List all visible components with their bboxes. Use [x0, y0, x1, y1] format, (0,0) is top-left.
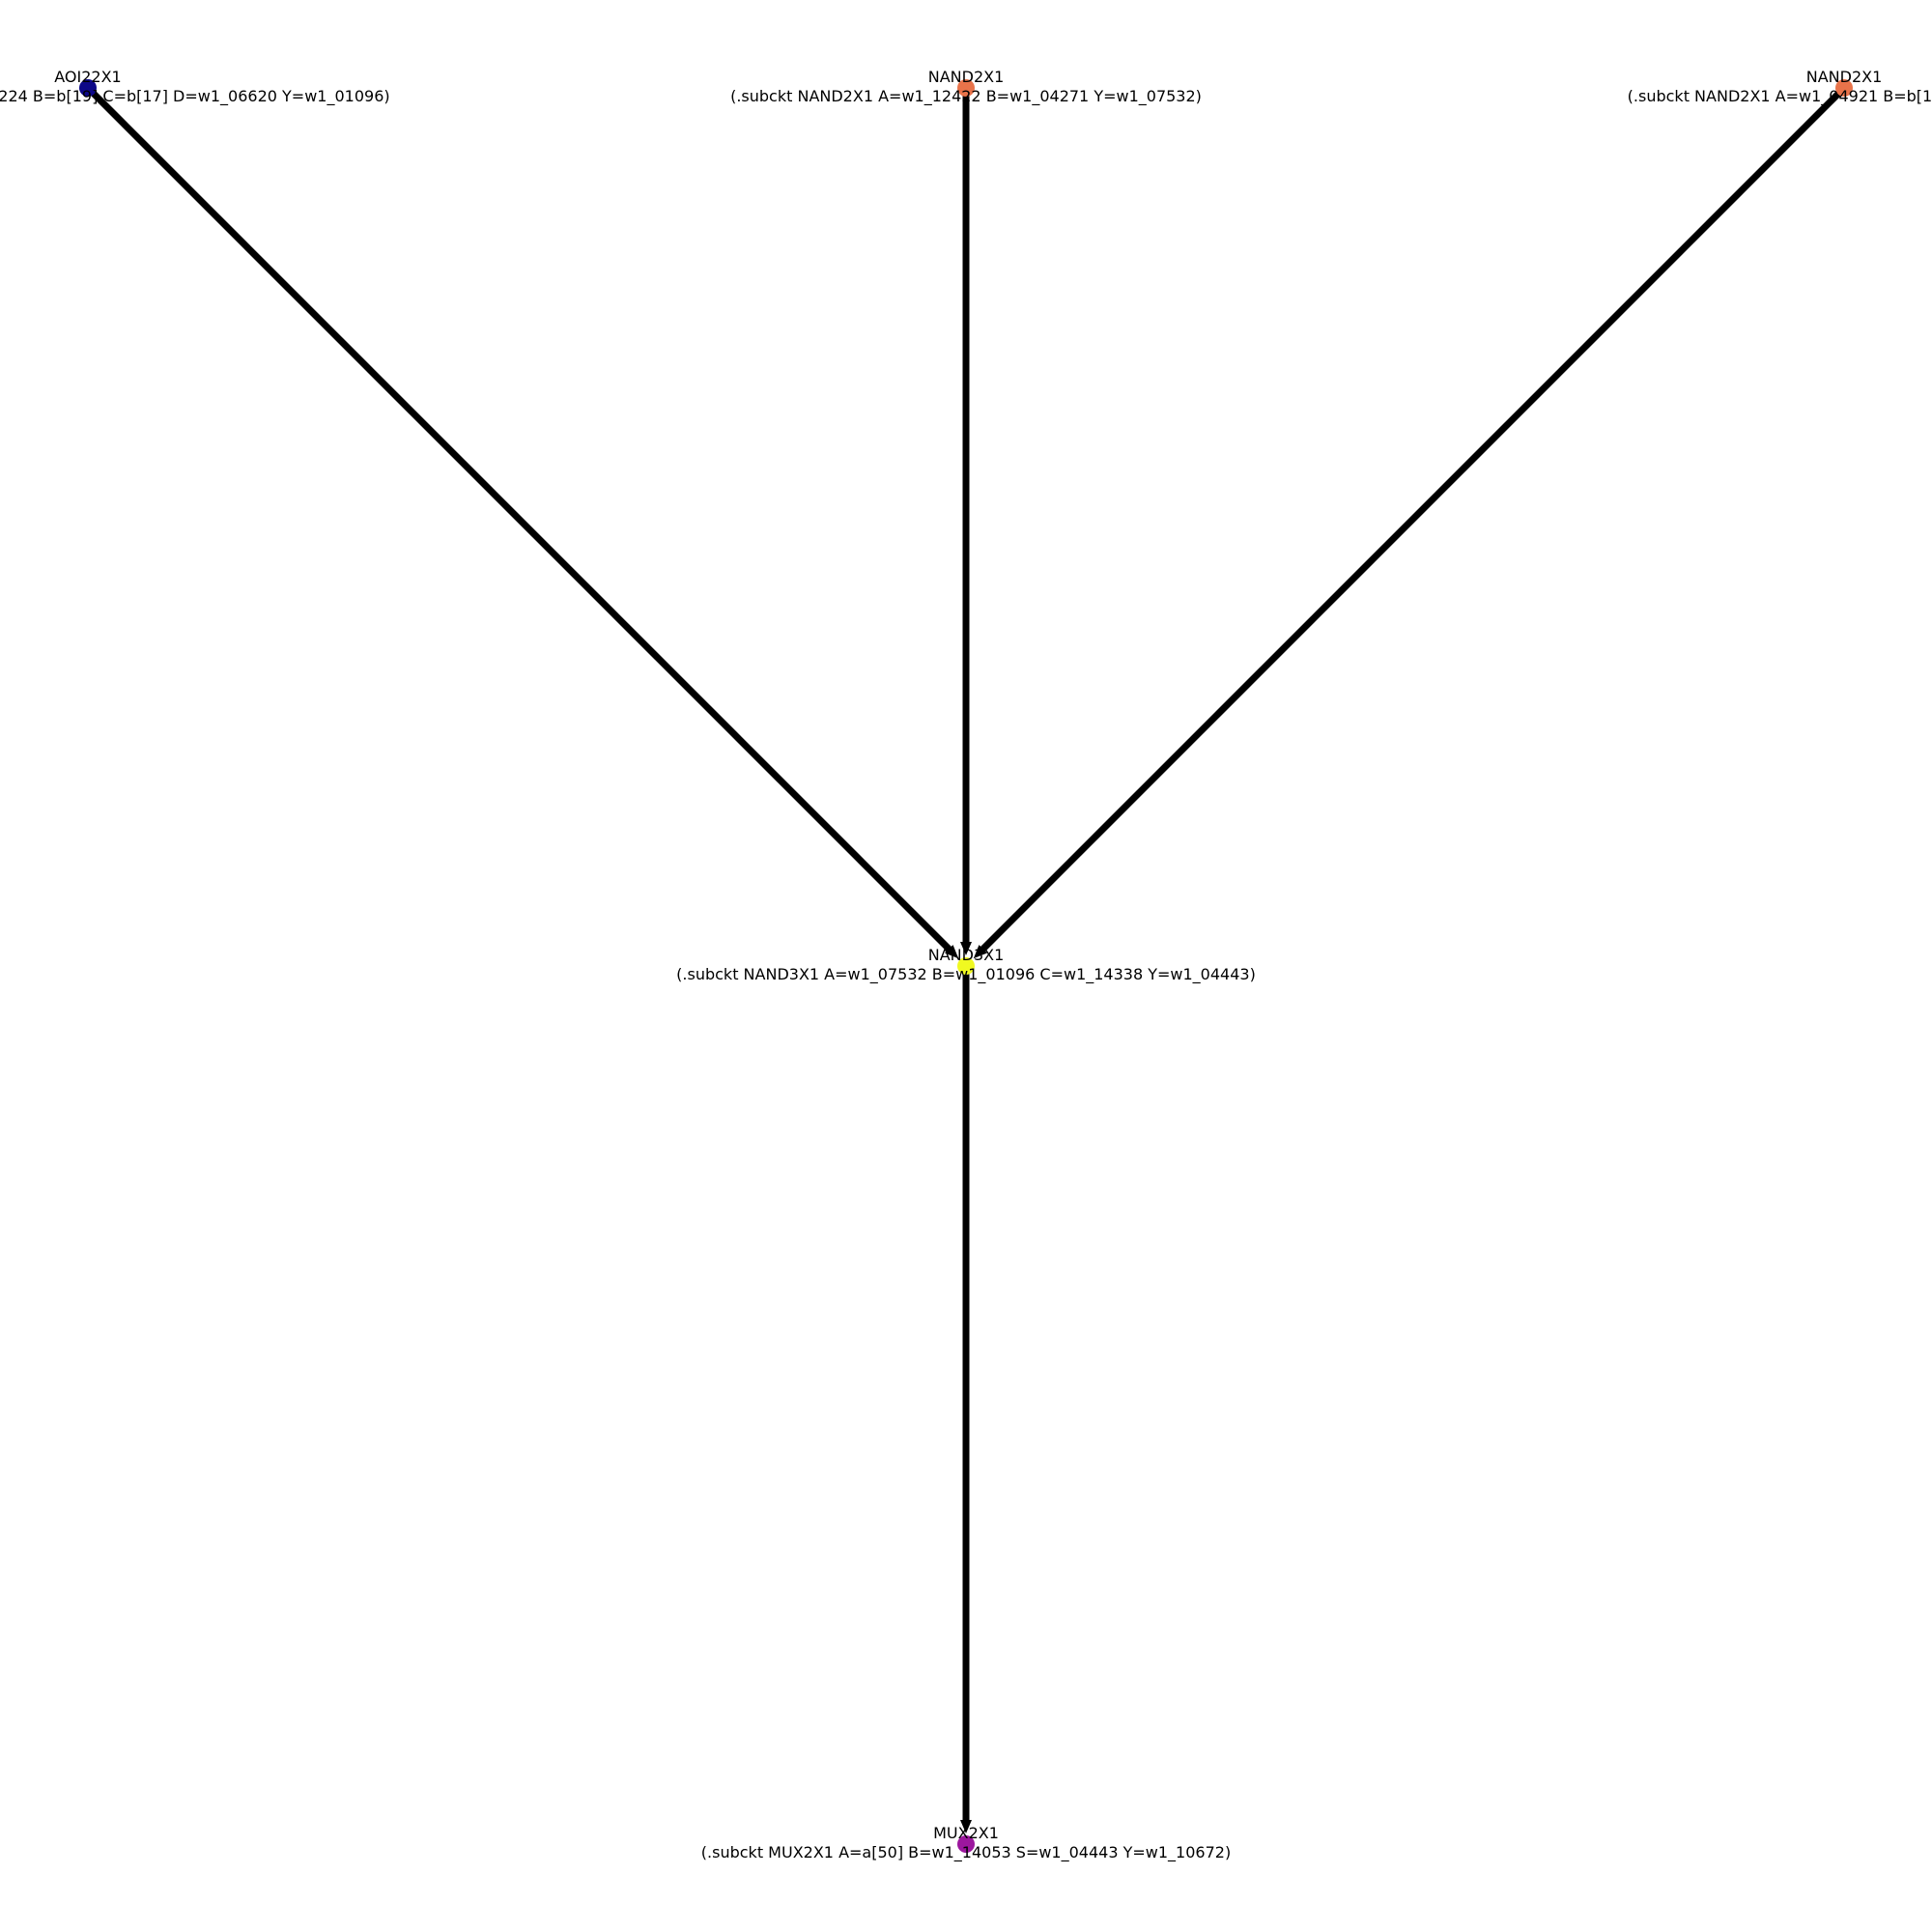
nodes-layer: [79, 79, 1853, 1853]
arrow-head-nand2x1_b-to-nand3x1: [973, 945, 987, 959]
node-cell-label-mux2x1: MUX2X1: [933, 1824, 999, 1842]
node-netlist-label-nand2x1_a: (.subckt NAND2X1 A=w1_12422 B=w1_04271 Y…: [730, 87, 1202, 106]
node-cell-label-nand2x1_b: NAND2X1: [1806, 68, 1883, 86]
node-nand3x1[interactable]: [957, 957, 975, 975]
arrow-head-nand3x1-to-mux2x1: [960, 1820, 972, 1833]
edge-nand2x1_b-to-nand3x1: [979, 85, 1847, 953]
edge-aoi22x1-to-nand3x1: [85, 85, 953, 953]
node-cell-label-aoi22x1: AOI22X1: [54, 68, 121, 86]
labels-layer: AOI22X1(.subckt AOI22X1 A=w1_08224 B=b[1…: [0, 68, 1932, 1862]
node-nand2x1_a[interactable]: [957, 79, 975, 97]
node-netlist-label-nand2x1_b: (.subckt NAND2X1 A=w1_04921 B=b[14] Y=w1…: [1628, 87, 1932, 106]
node-mux2x1[interactable]: [957, 1835, 975, 1853]
node-nand2x1_b[interactable]: [1835, 79, 1853, 97]
edges-layer: [85, 85, 1847, 1833]
node-aoi22x1[interactable]: [79, 79, 97, 97]
node-cell-label-nand2x1_a: NAND2X1: [928, 68, 1005, 86]
node-netlist-label-mux2x1: (.subckt MUX2X1 A=a[50] B=w1_14053 S=w1_…: [701, 1843, 1231, 1862]
node-netlist-label-nand3x1: (.subckt NAND3X1 A=w1_07532 B=w1_01096 C…: [676, 965, 1256, 984]
arrow-head-aoi22x1-to-nand3x1: [945, 945, 959, 959]
arrow-head-nand2x1_a-to-nand3x1: [960, 942, 972, 955]
node-cell-label-nand3x1: NAND3X1: [928, 946, 1005, 964]
node-netlist-label-aoi22x1: (.subckt AOI22X1 A=w1_08224 B=b[19] C=b[…: [0, 87, 390, 106]
